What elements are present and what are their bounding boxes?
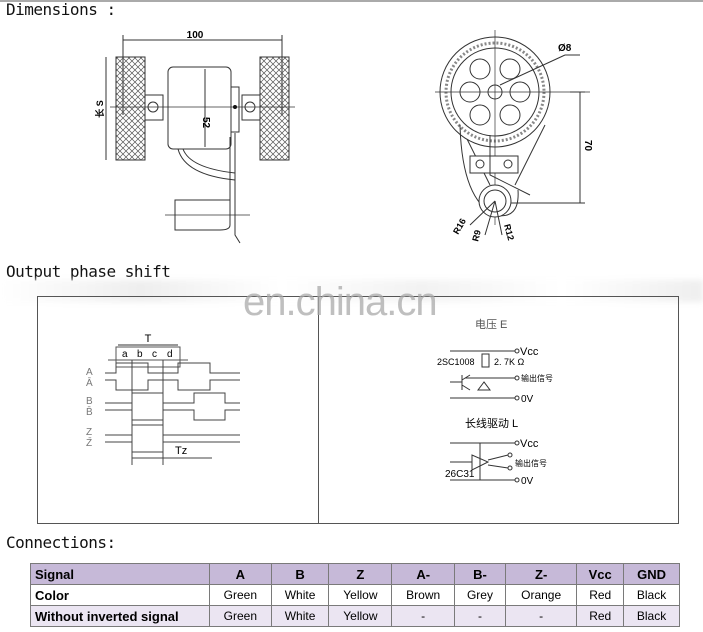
period-label: T xyxy=(145,333,152,345)
table-header-cell: Signal xyxy=(30,563,210,585)
table-cell: Green xyxy=(209,584,272,606)
transistor-label: 2SC1008 xyxy=(437,357,475,367)
table-row: Color Green White Yellow Brown Grey Oran… xyxy=(30,584,680,606)
table-cell: - xyxy=(453,605,506,627)
signal-a-inv-label: Ā xyxy=(86,377,93,389)
output-signal-label-2: 输出信号 xyxy=(515,458,547,468)
width-dimension: 100 xyxy=(187,30,204,41)
distance-label: 70 xyxy=(582,140,593,152)
table-header-cell: Vcc xyxy=(576,563,625,585)
tz-label: Tz xyxy=(175,445,187,457)
signal-b-inv-label: B̄ xyxy=(86,405,93,418)
panel-divider xyxy=(318,296,319,523)
vcc-label: Vcc xyxy=(520,346,539,358)
output-phase-shift-heading: Output phase shift xyxy=(6,262,171,281)
r16-label: R16 xyxy=(451,217,468,236)
table-cell: Brown xyxy=(391,584,455,606)
signal-z-label: Z xyxy=(86,427,92,438)
table-cell: Red xyxy=(576,584,625,606)
diameter-label: Ø8 xyxy=(558,43,572,54)
table-header-cell: A- xyxy=(391,563,455,585)
table-cell: Without inverted signal xyxy=(30,605,210,627)
output-circuits: 电压 E Vcc 2SC1008 2. 7K Ω 输出信号 0V 长线驱动 L … xyxy=(437,318,553,487)
segment-c: c xyxy=(152,349,157,360)
vcc-label-2: Vcc xyxy=(520,438,539,450)
signal-a-label: A xyxy=(86,367,93,378)
zero-v-label: 0V xyxy=(521,394,534,405)
r9-label: R9 xyxy=(470,229,483,243)
table-header-cell: A xyxy=(209,563,272,585)
line-driver-title: 长线驱动 L xyxy=(465,416,518,430)
voltage-output-title: 电压 E xyxy=(475,318,507,331)
table-cell: Grey xyxy=(453,584,506,606)
signal-b-label: B xyxy=(86,396,93,407)
segment-a: a xyxy=(122,349,128,360)
table-header-cell: Z xyxy=(328,563,393,585)
resistor-label: 2. 7K Ω xyxy=(494,357,525,367)
top-rule xyxy=(0,0,703,2)
table-cell: Orange xyxy=(504,584,578,606)
table-cell: Black xyxy=(623,584,680,606)
table-cell: Red xyxy=(576,605,625,627)
table-cell: Green xyxy=(209,605,272,627)
table-cell: - xyxy=(391,605,455,627)
table-header-cell: GND xyxy=(623,563,680,585)
signal-z-inv-label: Z̄ xyxy=(86,436,92,449)
table-cell: Yellow xyxy=(328,605,393,627)
connections-heading: Connections: xyxy=(6,533,116,552)
table-cell: White xyxy=(270,584,330,606)
table-header-cell: B- xyxy=(453,563,506,585)
connections-table: Signal A B Z A- B- Z- Vcc GND Color Gree… xyxy=(30,563,680,627)
segment-d: d xyxy=(167,349,173,360)
table-header-row: Signal A B Z A- B- Z- Vcc GND xyxy=(30,563,680,585)
circumference-label: 长 S xyxy=(94,100,105,118)
phase-shift-panel xyxy=(37,296,679,524)
side-view-drawing: 100 长 S 52 xyxy=(94,30,295,244)
table-cell: Yellow xyxy=(328,584,393,606)
table-cell: Color xyxy=(30,584,210,606)
table-cell: White xyxy=(270,605,330,627)
table-header-cell: B xyxy=(270,563,330,585)
table-cell: - xyxy=(504,605,578,627)
zero-v-label-2: 0V xyxy=(521,476,534,487)
segment-b: b xyxy=(137,349,143,360)
r12-label: R12 xyxy=(502,223,516,242)
front-view-drawing: Ø8 70 R16 R9 R12 xyxy=(435,30,593,243)
table-header-cell: Z- xyxy=(504,563,578,585)
watermark: en.china.cn xyxy=(243,280,438,324)
driver-chip-label: 26C31 xyxy=(445,469,475,480)
output-signal-label: 输出信号 xyxy=(521,373,553,383)
height-dimension: 52 xyxy=(200,117,211,129)
table-row: Without inverted signal Green White Yell… xyxy=(30,605,680,627)
phase-diagram: T a b c d A Ā B B̄ Z Z̄ Tz xyxy=(86,333,240,465)
dimensions-heading: Dimensions : xyxy=(6,0,116,19)
table-cell: Black xyxy=(623,605,680,627)
